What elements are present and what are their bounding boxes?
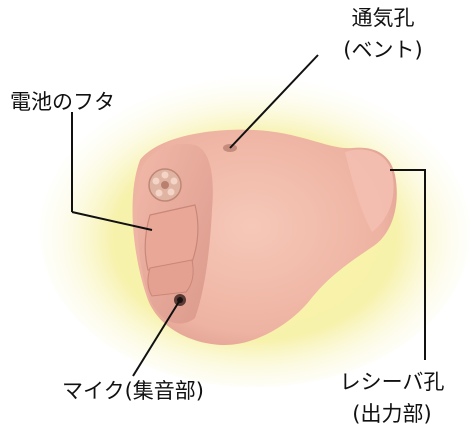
label-vent-line1: 通気孔 bbox=[335, 8, 431, 29]
volume-wheel bbox=[149, 169, 181, 201]
label-receiver-line2: (出力部) bbox=[330, 404, 454, 425]
label-receiver-line1: レシーバ孔 bbox=[322, 372, 462, 393]
label-vent-line2: (ベント) bbox=[328, 40, 438, 61]
label-battery-cover: 電池のフタ bbox=[10, 92, 115, 113]
label-microphone: マイク(集音部) bbox=[62, 381, 204, 402]
